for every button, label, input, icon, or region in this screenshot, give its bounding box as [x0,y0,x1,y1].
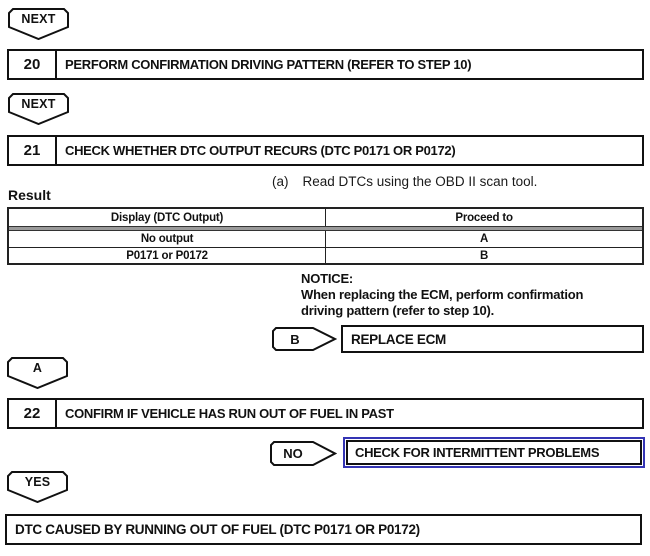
table-header-row: Display (DTC Output) Proceed to [9,209,642,226]
result-table: Display (DTC Output) Proceed to No outpu… [7,207,644,265]
result-label: Result [8,187,51,203]
connector-label: NEXT [21,12,56,26]
step-number: 20 [9,51,57,78]
connector-no: NO [270,441,337,466]
table-cell-display: No output [9,231,327,247]
step-22-box: 22 CONFIRM IF VEHICLE HAS RUN OUT OF FUE… [7,398,644,429]
pentagon-down-icon [8,8,69,40]
connector-label: NO [283,446,303,461]
table-header-proceed: Proceed to [455,211,513,224]
instruction-line: (a) Read DTCs using the OBD II scan tool… [272,174,537,189]
connector-label: B [290,331,300,347]
instruction-index: (a) [272,174,289,189]
replace-ecm-box: REPLACE ECM [341,325,644,353]
step-title: CONFIRM IF VEHICLE HAS RUN OUT OF FUEL I… [65,406,394,421]
arrow-right-icon [270,441,337,466]
connector-yes: YES [7,471,68,503]
notice-block: NOTICE: When replacing the ECM, perform … [301,271,583,319]
connector-next-2: NEXT [8,93,69,125]
table-separator-band [9,226,642,231]
connector-a: A [7,357,68,389]
table-row: P0171 or P0172 B [9,247,642,263]
table-cell-display: P0171 or P0172 [9,248,327,263]
step-number: 22 [9,400,57,427]
pentagon-down-icon [7,357,68,389]
step-title: CHECK WHETHER DTC OUTPUT RECURS (DTC P01… [65,143,456,158]
table-cell-proceed: A [480,233,489,245]
pentagon-down-icon [8,93,69,125]
connector-next-1: NEXT [8,8,69,40]
check-intermittent-label: CHECK FOR INTERMITTENT PROBLEMS [346,440,642,465]
connector-label: NEXT [21,97,56,111]
final-result-box: DTC CAUSED BY RUNNING OUT OF FUEL (DTC P… [5,514,642,545]
instruction-text: Read DTCs using the OBD II scan tool. [302,174,538,189]
arrow-right-icon [272,327,337,351]
connector-b: B [272,327,337,351]
table-cell-proceed: B [480,249,489,262]
pentagon-down-icon [7,471,68,503]
connector-label: YES [24,475,51,489]
step-number: 21 [9,137,57,164]
notice-label: NOTICE: [301,271,354,286]
connector-label: A [32,361,43,375]
step-title: PERFORM CONFIRMATION DRIVING PATTERN (RE… [65,57,472,72]
notice-line: driving pattern (refer to step 10). [301,303,495,318]
table-row: No output A [9,231,642,247]
table-header-display: Display (DTC Output) [9,209,327,226]
step-21-box: 21 CHECK WHETHER DTC OUTPUT RECURS (DTC … [7,135,644,166]
check-intermittent-link[interactable]: CHECK FOR INTERMITTENT PROBLEMS [343,437,645,468]
notice-line: When replacing the ECM, perform confirma… [301,287,584,302]
step-20-box: 20 PERFORM CONFIRMATION DRIVING PATTERN … [7,49,644,80]
